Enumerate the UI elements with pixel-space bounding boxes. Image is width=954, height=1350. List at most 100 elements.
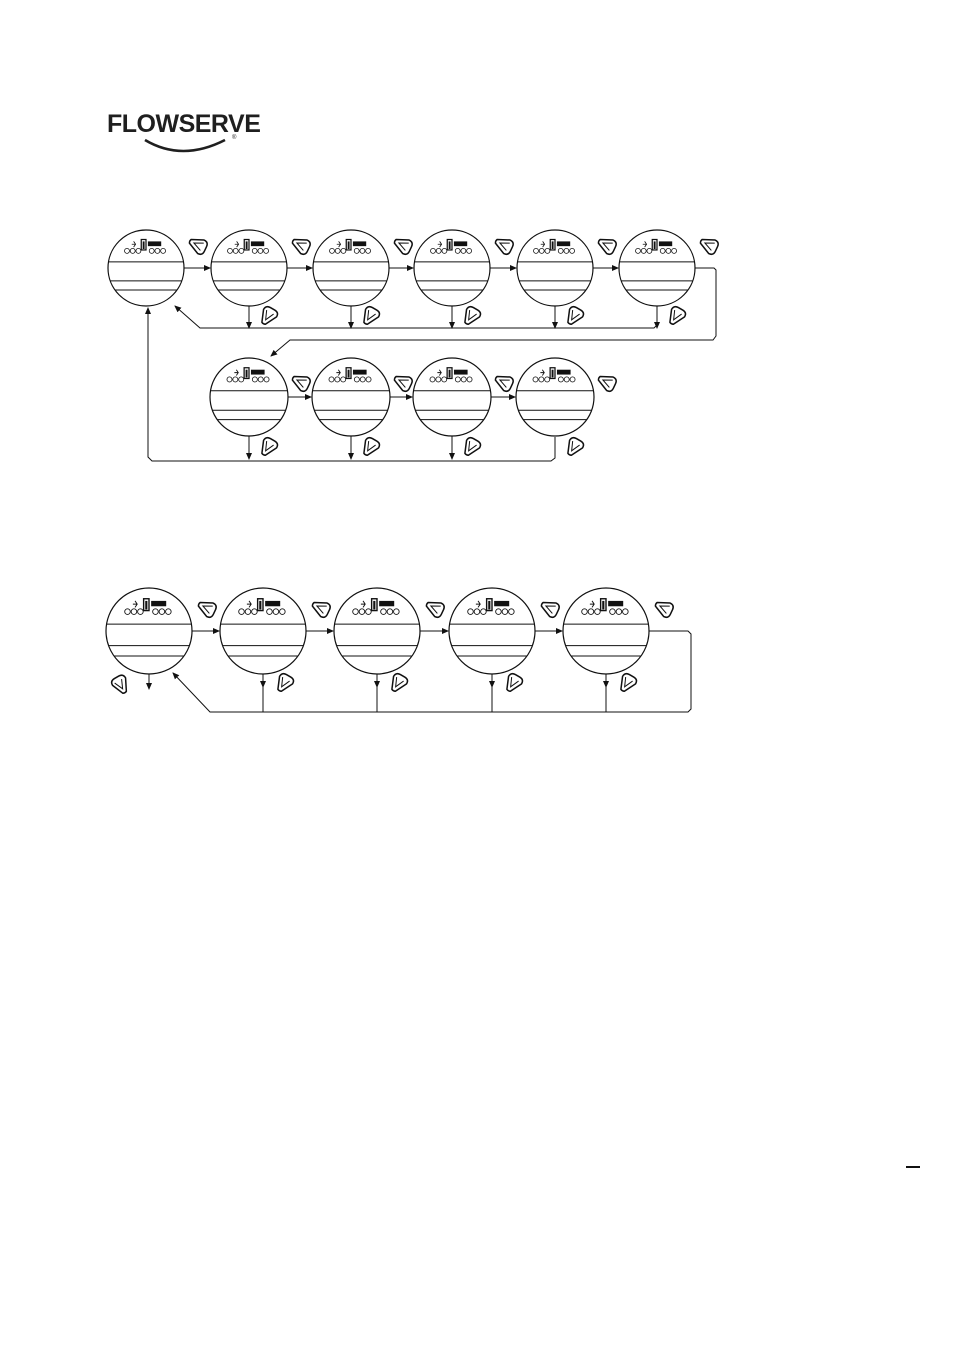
indicator-dot-1: [587, 608, 595, 615]
display-screen-top-row2-4: [515, 357, 595, 437]
lcd-display-icon: [329, 238, 371, 254]
knob-key-icon: [363, 436, 381, 457]
arrow-mini-icon: [475, 600, 481, 608]
return-loop-bottom: [172, 630, 692, 713]
indicator-dot-5: [508, 608, 515, 615]
knob-key-icon: [699, 238, 719, 256]
display-screen-top-row1-6: [618, 229, 696, 307]
indicator-dot-3: [609, 608, 616, 615]
lcd-display-icon: [227, 238, 269, 254]
indicator-dot-4: [257, 248, 264, 254]
knob-key-icon: [393, 375, 413, 393]
knob-key-icon: [494, 238, 514, 256]
lcd-display-icon: [124, 598, 172, 615]
indicator-dot-0: [328, 376, 335, 383]
lcd-display-icon: [581, 598, 629, 615]
indicator-dot-2: [646, 248, 653, 254]
bar-fill: [145, 600, 148, 610]
indicator-dot-4: [501, 608, 509, 615]
indicator-dot-4: [665, 248, 672, 254]
display-screen-top-row1-3: [312, 229, 390, 307]
indicator-dot-4: [563, 248, 570, 254]
key-outline: [654, 601, 674, 619]
indicator-dot-0: [124, 248, 130, 254]
key-outline: [464, 305, 482, 326]
arrow-mini-icon: [437, 369, 442, 376]
indicator-dot-1: [129, 248, 136, 254]
lcd-display-icon: [352, 598, 400, 615]
indicator-dot-2: [135, 248, 142, 254]
knob-key-icon: [567, 436, 585, 457]
bar-fill: [488, 600, 491, 610]
key-outline: [393, 238, 413, 256]
knob-key-icon: [464, 436, 482, 457]
indicator-dot-0: [352, 608, 359, 615]
key-outline: [261, 436, 279, 457]
indicator-dot-3: [251, 248, 258, 254]
label-block: [556, 241, 571, 247]
arrow-mini-icon: [360, 600, 366, 608]
indicator-dot-5: [263, 376, 270, 383]
logo-swoosh-icon: [144, 138, 226, 153]
key-outline: [291, 238, 311, 256]
knob-key-icon: [363, 305, 381, 326]
indicator-dot-3: [557, 248, 564, 254]
label-block: [453, 369, 468, 375]
lcd-display-icon: [226, 367, 270, 383]
lcd-display-icon: [467, 598, 515, 615]
key-outline: [277, 672, 295, 693]
indicator-dot-0: [429, 376, 436, 383]
display-screen-top-row1-2: [210, 229, 288, 307]
indicator-dot-0: [124, 608, 131, 615]
bar-fill: [347, 241, 350, 249]
indicator-dot-0: [635, 248, 641, 254]
key-inner: [624, 676, 633, 688]
flow-arrows: [145, 265, 717, 713]
label-block: [494, 600, 510, 607]
label-block: [608, 600, 624, 607]
lcd-display-icon: [635, 238, 677, 254]
key-inner: [295, 242, 307, 251]
indicator-dot-0: [467, 608, 474, 615]
bar-fill: [373, 600, 376, 610]
display-screens: [105, 229, 696, 675]
indicator-dot-0: [532, 376, 539, 383]
knob-key-icon: [197, 601, 217, 619]
knob-key-icon: [597, 375, 617, 393]
key-icons: [110, 238, 719, 695]
knob-key-icon: [654, 601, 674, 619]
arrow-mini-icon: [246, 600, 252, 608]
key-outline: [197, 601, 217, 619]
key-inner: [544, 605, 556, 614]
key-inner: [265, 440, 274, 452]
knob-key-icon: [620, 672, 638, 693]
key-outline: [506, 672, 524, 693]
indicator-dot-5: [393, 608, 400, 615]
wrap-to-row2: [270, 267, 717, 357]
indicator-dot-5: [569, 376, 576, 383]
indicator-dot-2: [480, 608, 487, 615]
indicator-dot-4: [257, 376, 264, 383]
indicator-dot-5: [160, 248, 166, 254]
arrow-mini-icon: [642, 241, 648, 248]
key-inner: [571, 440, 580, 452]
display-screen-bottom-5: [562, 587, 650, 675]
lcd-display-icon: [328, 367, 372, 383]
bar-fill: [245, 241, 248, 249]
indicator-dot-4: [272, 608, 280, 615]
display-screen-bottom-4: [448, 587, 536, 675]
indicator-dot-3: [380, 608, 387, 615]
arrow-mini-icon: [336, 241, 342, 248]
indicator-dot-3: [152, 608, 159, 615]
key-outline: [540, 601, 560, 619]
indicator-dot-2: [544, 376, 551, 383]
indicator-dot-3: [266, 608, 273, 615]
arrow-mini-icon: [132, 600, 138, 608]
key-inner: [315, 605, 327, 614]
key-inner: [192, 242, 204, 251]
label-block: [147, 241, 162, 247]
bar-fill: [551, 369, 554, 378]
indicator-dot-3: [454, 248, 461, 254]
key-inner: [510, 676, 519, 688]
